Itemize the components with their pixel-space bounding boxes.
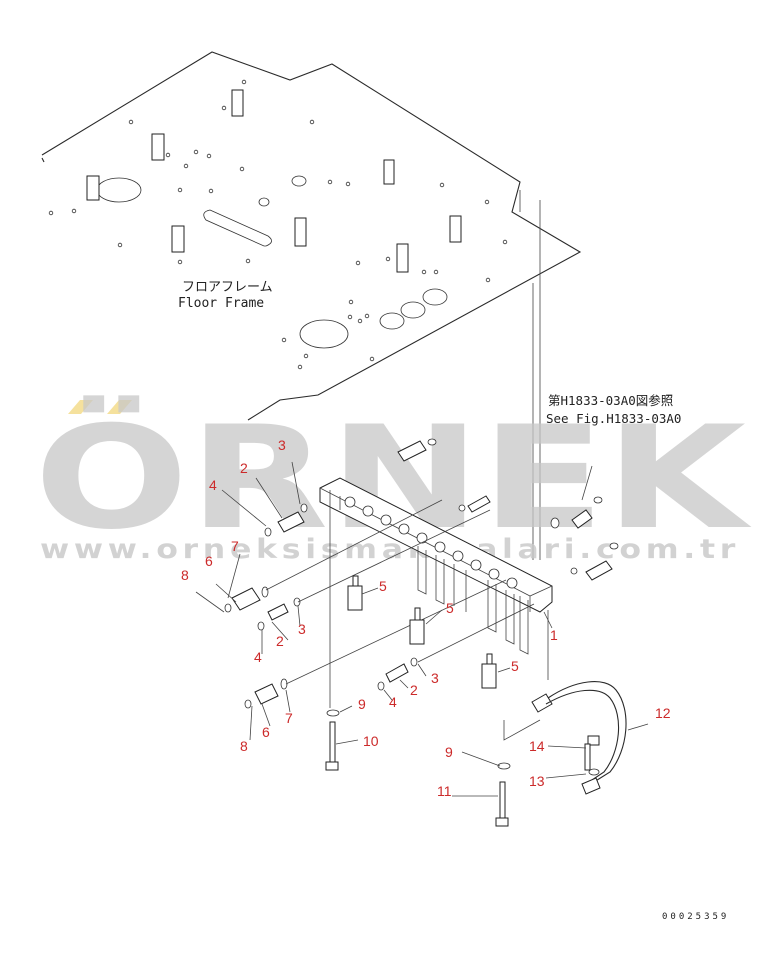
callout: 4 xyxy=(254,649,262,665)
callout: 2 xyxy=(410,682,418,698)
callout: 6 xyxy=(205,553,213,569)
callout: 5 xyxy=(511,658,519,674)
callout: 3 xyxy=(431,670,439,686)
manifold-block xyxy=(319,438,619,655)
reference-label-jp: 第H1833-03A0図参照 xyxy=(548,393,673,408)
drawing-number: 00025359 xyxy=(662,912,729,922)
callout: 10 xyxy=(363,733,379,749)
callout: 9 xyxy=(445,744,453,760)
callout: 13 xyxy=(529,773,545,789)
ground-cable xyxy=(531,681,627,795)
frame-post xyxy=(86,89,462,273)
floor-frame-label-jp: フロアフレーム xyxy=(182,280,273,295)
reference-label-en: See Fig.H1833-03A0 xyxy=(546,411,681,426)
callout: 4 xyxy=(209,477,217,493)
callout: 12 xyxy=(655,705,671,721)
watermark-site: www.orneksismakinalari.com.tr xyxy=(40,534,740,565)
callout: 2 xyxy=(240,460,248,476)
floor-frame-plate xyxy=(41,51,582,560)
leader-lines xyxy=(195,461,649,797)
callout: 2 xyxy=(276,633,284,649)
callout: 4 xyxy=(389,694,397,710)
callout: 14 xyxy=(529,738,545,754)
callout: 1 xyxy=(550,627,558,643)
callout: 3 xyxy=(278,437,286,453)
bolts xyxy=(325,709,600,827)
callout: 8 xyxy=(181,567,189,583)
callout: 9 xyxy=(358,696,366,712)
callout: 3 xyxy=(298,621,306,637)
callout: 11 xyxy=(437,783,452,799)
callout-numbers: 3 2 4 7 6 8 2 3 4 5 5 3 2 4 5 1 9 10 8 6… xyxy=(181,437,671,799)
floor-frame-label-en: Floor Frame xyxy=(178,296,264,311)
callout: 5 xyxy=(379,578,387,594)
callout: 6 xyxy=(262,724,270,740)
fittings xyxy=(224,490,549,741)
text-labels: フロアフレーム Floor Frame 第H1833-03A0図参照 See F… xyxy=(178,280,729,922)
callout: 7 xyxy=(231,538,239,554)
callout: 7 xyxy=(285,710,293,726)
callout: 8 xyxy=(240,738,248,754)
callout: 5 xyxy=(446,600,454,616)
